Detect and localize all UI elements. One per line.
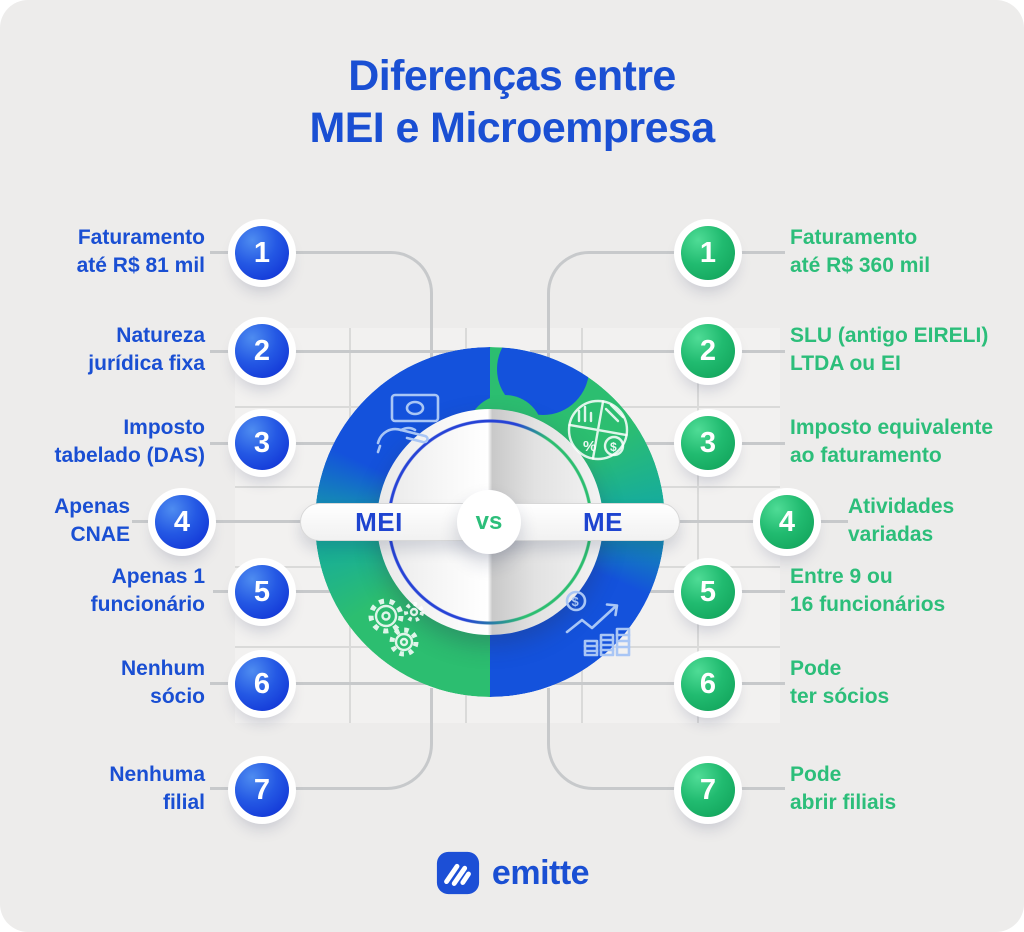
svg-text:%: % — [583, 438, 596, 455]
number-badge-left-2: 2 — [235, 324, 289, 378]
money-in-hand-icon — [376, 393, 440, 454]
svg-text:$: $ — [572, 594, 580, 609]
number-badge-right-2: 2 — [681, 324, 735, 378]
brand-name: emitte — [491, 853, 590, 892]
page-title: Diferenças entre MEI e Microempresa — [0, 50, 1024, 155]
vs-badge: vs — [457, 490, 521, 554]
connector-right-1 — [547, 251, 785, 363]
title-line-1: Diferenças entre — [348, 52, 676, 100]
number-badge-left-5: 5 — [235, 565, 289, 619]
connector-right-2 — [530, 350, 785, 353]
number-badge-right-5: 5 — [681, 565, 735, 619]
number-badge-right-4: 4 — [760, 495, 814, 549]
number-badge-right-7: 7 — [681, 763, 735, 817]
title-line-2: MEI e Microempresa — [309, 104, 715, 153]
svg-text:$: $ — [610, 440, 617, 454]
connector-left-7 — [210, 688, 433, 790]
connector-right-7 — [547, 688, 785, 790]
number-badge-left-7: 7 — [235, 763, 289, 817]
connector-left-4 — [132, 520, 312, 523]
number-badge-right-6: 6 — [681, 657, 735, 711]
number-badge-left-1: 1 — [235, 226, 289, 280]
number-badge-left-6: 6 — [235, 657, 289, 711]
banner-me-label: ME — [583, 507, 623, 537]
brand-logo: emitte — [0, 850, 1024, 896]
tax-pie-chart-icon: % $ — [567, 399, 629, 461]
banner-mei-label: MEI — [355, 507, 403, 537]
emitte-logo-icon — [436, 851, 480, 895]
number-badge-right-3: 3 — [681, 416, 735, 470]
connector-left-2 — [210, 350, 465, 353]
number-badge-right-1: 1 — [681, 226, 735, 280]
connector-right-6 — [543, 682, 785, 685]
number-badge-left-4: 4 — [155, 495, 209, 549]
revenue-growth-icon: $ — [565, 590, 631, 657]
connector-left-6 — [210, 682, 445, 685]
connector-left-1 — [210, 251, 433, 363]
number-badge-left-3: 3 — [235, 416, 289, 470]
me-item-2-label: SLU (antigo EIRELI)LTDA ou EI — [790, 324, 989, 375]
gears-icon — [368, 598, 424, 657]
